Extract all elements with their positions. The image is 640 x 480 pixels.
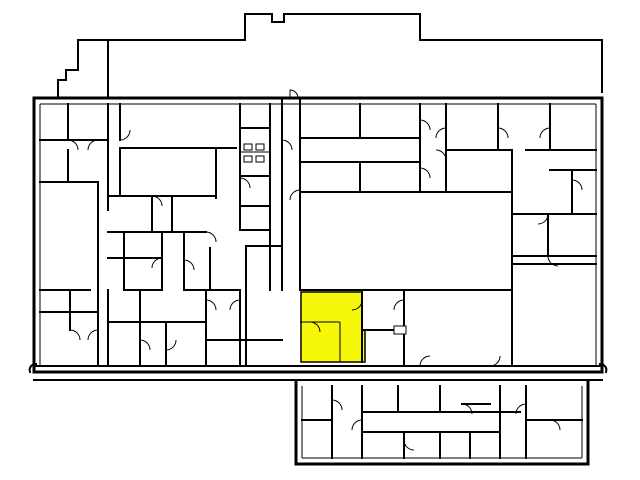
open-office-walls bbox=[299, 289, 513, 367]
restroom-block bbox=[205, 103, 283, 367]
right-upper-walls bbox=[299, 103, 597, 361]
lower-annex-walls bbox=[301, 385, 583, 459]
left-wing-walls bbox=[39, 103, 283, 367]
central-corridor-walls bbox=[281, 89, 301, 291]
building-outline bbox=[28, 13, 608, 466]
highlighted-suite[interactable] bbox=[300, 291, 366, 363]
